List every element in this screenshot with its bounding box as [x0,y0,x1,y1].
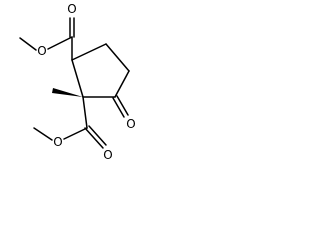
ring-bond-c1-c2 [71,43,107,61]
atom-label-o-ketone: O [126,117,135,131]
bottom-ester-c-o-bond [63,127,88,140]
top-ester-c-o-bond [47,36,73,50]
ring-bond-c3-c4 [114,70,130,98]
bottom-carbonyl-double-bond-b [88,125,107,146]
ring-bond-c2-c3 [105,43,130,72]
atom-label-o-bottom-carbonyl: O [103,148,112,162]
bottom-carbonyl-double-bond-a [84,127,104,149]
top-methoxy-bond [19,37,37,51]
ring-bond-c5-c1 [71,59,84,98]
ketone-double-bond-a [112,97,125,118]
bottom-methoxy-bond [33,127,53,141]
atom-label-o-top-ester: O [37,44,46,58]
bond-c5-carbonyl-carbon [82,96,88,129]
atom-label-o-top-carbonyl: O [67,2,76,16]
ketone-double-bond-b [116,95,129,116]
atom-label-o-bottom-ester: O [53,135,62,149]
methyl-wedge-bond [52,88,83,97]
molecule-structure: O O O O O [19,2,136,162]
